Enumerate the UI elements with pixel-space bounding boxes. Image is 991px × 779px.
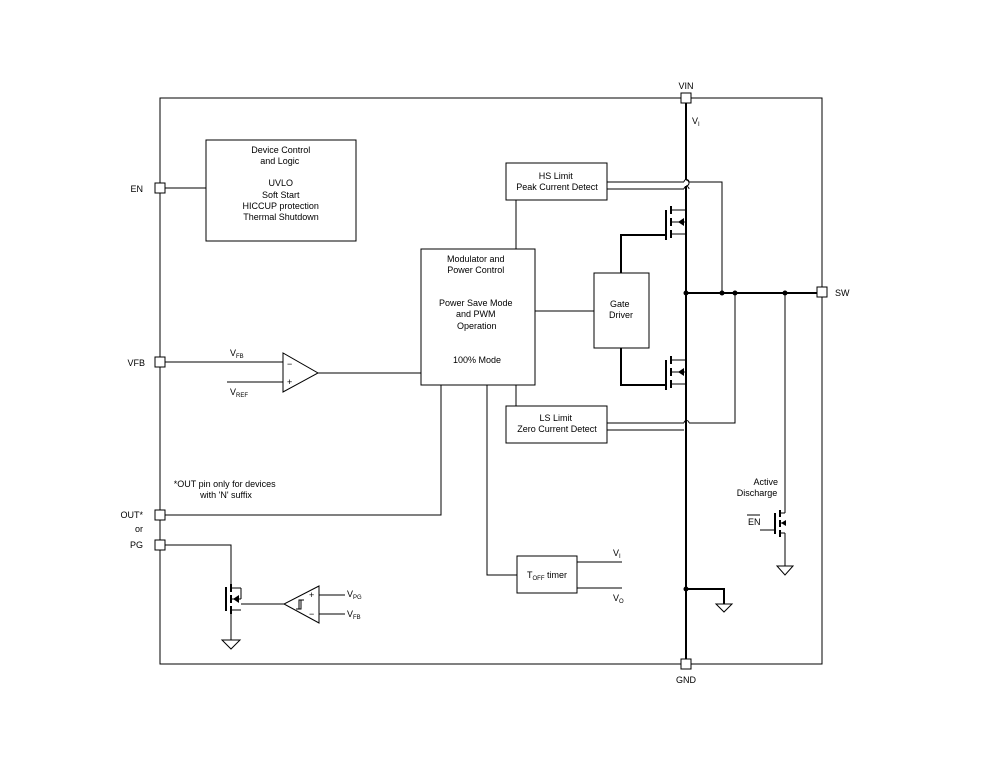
pg-mosfet [225, 584, 242, 614]
toff-timer-block [516, 555, 578, 594]
high-side-mosfet [665, 206, 686, 240]
low-side-mosfet [665, 356, 686, 390]
hs-limit-block [505, 162, 608, 201]
pg-ground-symbol [220, 639, 242, 650]
out-pin [154, 509, 166, 521]
en-pin-label: EN [130, 184, 143, 194]
modulator-text: Modulator and Power Control Power Save M… [439, 254, 515, 365]
device-control-text: Device Control and Logic UVLO Soft Start… [243, 145, 322, 222]
gnd-pin-label: GND [676, 675, 697, 685]
ground-symbol [714, 603, 734, 613]
vfb-pin [154, 356, 166, 368]
vfb-pin-label: VFB [127, 358, 145, 368]
vfb-pg-label: VFB [347, 609, 361, 621]
vi-top-label: VI [692, 116, 700, 128]
vpg-label: VPG [347, 589, 362, 601]
discharge-ground-symbol [775, 565, 795, 576]
discharge-mosfet [774, 510, 786, 537]
ls-limit-text: LS Limit Zero Current Detect [517, 413, 597, 434]
vin-pin [680, 92, 692, 104]
hs-limit-text: HS Limit Peak Current Detect [516, 171, 598, 192]
gate-driver-text: Gate Driver [609, 299, 633, 320]
svg-text:+: + [287, 377, 292, 387]
device-control-block [205, 139, 357, 242]
active-discharge-label: Active Discharge [737, 477, 781, 498]
ls-limit-block [505, 405, 608, 444]
sw-pin-label: SW [835, 288, 850, 298]
sw-pin [816, 286, 828, 298]
toff-vo-label: VO [613, 593, 624, 605]
modulator-block [420, 248, 536, 386]
svg-text:−: − [309, 609, 314, 619]
en-bar-label: EN [748, 517, 761, 527]
vin-pin-label: VIN [678, 81, 693, 91]
or-label: or [135, 524, 143, 534]
out-note: *OUT pin only for devices with 'N' suffi… [174, 479, 278, 500]
error-amplifier: − + [282, 352, 320, 393]
out-pin-label: OUT* [121, 510, 144, 520]
vfb-amp-label: VFB [230, 348, 244, 360]
vref-label: VREF [230, 387, 248, 399]
pg-pin-label: PG [130, 540, 143, 550]
svg-text:+: + [309, 590, 314, 600]
en-pin [154, 182, 166, 194]
toff-timer-text: TOFF timer [527, 570, 567, 582]
pg-comparator: + − [282, 585, 320, 624]
toff-vi-label: VI [613, 548, 621, 560]
pg-pin [154, 539, 166, 551]
svg-text:−: − [287, 359, 292, 369]
ic-boundary [159, 97, 823, 665]
gnd-pin [680, 658, 692, 670]
